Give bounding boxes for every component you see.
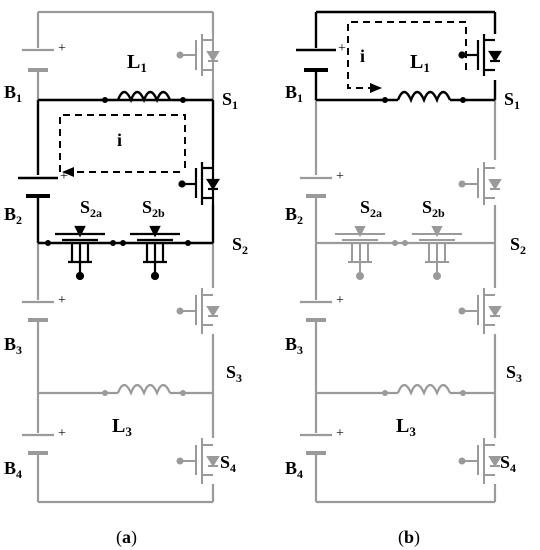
- panel-b-current-arrow: [370, 83, 382, 93]
- label-s2b: S2b: [422, 197, 445, 220]
- label-b1: B1: [4, 82, 22, 105]
- b4-plus: +: [58, 426, 66, 441]
- label-s3: S3: [226, 362, 242, 385]
- panel-a: + + + +: [4, 10, 248, 548]
- label-s4: S4: [500, 452, 516, 475]
- battery-b3: +: [22, 293, 66, 322]
- inductor-l3: [116, 383, 172, 396]
- battery-b2: +: [18, 169, 68, 198]
- mosfet-s2a: [55, 225, 105, 281]
- panel-a-caption: (a): [116, 527, 137, 548]
- label-b4: B4: [4, 458, 22, 481]
- panel-a-junctions-gray: [102, 390, 186, 396]
- mosfet-s3: [176, 288, 220, 334]
- label-b2: B2: [4, 204, 22, 227]
- battery-b4: +: [300, 426, 344, 455]
- b2-plus: +: [60, 169, 68, 184]
- battery-b3: +: [300, 293, 344, 322]
- label-s1: S1: [504, 89, 520, 112]
- b1-plus: +: [58, 41, 66, 56]
- panel-b-caption: (b): [398, 527, 420, 548]
- b3-plus: +: [58, 293, 66, 308]
- b4-plus: +: [336, 426, 344, 441]
- label-b3: B3: [4, 334, 22, 357]
- battery-b2: +: [300, 169, 344, 198]
- label-s2a: S2a: [80, 197, 102, 220]
- label-s3: S3: [506, 362, 522, 385]
- label-b4: B4: [285, 458, 303, 481]
- label-b2: B2: [285, 204, 303, 227]
- panel-b-current-label: i: [360, 46, 365, 66]
- inductor-l3: [396, 383, 452, 396]
- panel-a-junctions: [45, 97, 191, 246]
- label-b1: B1: [285, 82, 303, 105]
- b2-plus: +: [336, 169, 344, 184]
- mosfet-s2: [458, 162, 502, 205]
- panel-a-inactive-wires: [36, 10, 215, 504]
- panel-b-junctions: [382, 97, 466, 103]
- battery-b1: +: [296, 41, 346, 72]
- label-l1: L1: [410, 51, 430, 75]
- label-s2a: S2a: [360, 197, 382, 220]
- mosfet-s2b: [130, 225, 180, 281]
- mosfet-s1: [176, 34, 220, 80]
- label-s2b: S2b: [142, 197, 165, 220]
- label-s2: S2: [232, 234, 248, 257]
- panel-a-current-label: i: [117, 130, 122, 150]
- mosfet-s3: [458, 288, 502, 334]
- panel-b-junctions-gray: [382, 240, 466, 396]
- inductor-l1: [116, 90, 172, 104]
- label-l3: L3: [396, 415, 416, 439]
- label-s4: S4: [220, 452, 236, 475]
- label-l3: L3: [112, 415, 132, 439]
- battery-b1: +: [22, 41, 66, 72]
- mosfet-s4: [176, 438, 220, 484]
- panel-b: + + + +: [285, 10, 526, 548]
- b3-plus: +: [336, 293, 344, 308]
- panel-b-current-path: [347, 21, 467, 89]
- panel-a-current-arrow: [62, 167, 74, 177]
- b1-plus: +: [338, 41, 346, 56]
- label-s1: S1: [222, 89, 238, 112]
- panel-a-current-path: [59, 114, 186, 173]
- label-s2: S2: [510, 234, 526, 257]
- label-b3: B3: [285, 334, 303, 357]
- mosfet-s2: [178, 160, 220, 205]
- mosfet-s4: [458, 438, 502, 484]
- inductor-l1: [396, 90, 452, 104]
- mosfet-s2b: [412, 226, 462, 280]
- mosfet-s1: [458, 34, 502, 76]
- mosfet-s2a: [335, 226, 385, 280]
- battery-b4: +: [22, 426, 66, 455]
- label-l1: L1: [127, 51, 147, 75]
